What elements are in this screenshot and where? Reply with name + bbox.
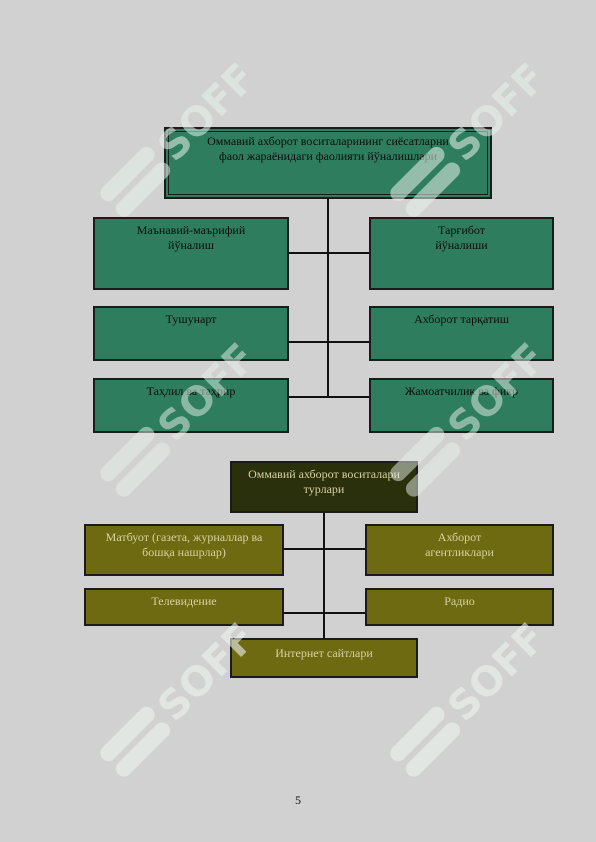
chart2-right-box-1: Ахборот агентликлари [365, 524, 554, 576]
chart1-right-box-2: Ахборот тарқатиш [369, 306, 554, 361]
watermark-logo-5: SOFF [70, 615, 265, 795]
connector2-row1 [282, 548, 367, 550]
chart1-left-box-1: Маънавий-маърифий йўналиш [93, 217, 289, 290]
chart2-left-box-1: Матбуот (газета, журналлар ва бошқа нашр… [84, 524, 284, 576]
connector-trunk-2 [323, 511, 325, 639]
chart1-left-box-2: Тушунарт [93, 306, 289, 361]
chart1-right-box-3: Жамоатчилик ва фикр [369, 378, 554, 433]
connector-trunk-1 [327, 197, 329, 397]
chart1-title-box: Оммавий ахборот воситаларининг сиёсатлар… [164, 127, 492, 199]
connector-row3 [287, 396, 371, 398]
chart1-right-box-1: Тарғибот йўналиши [369, 217, 554, 290]
connector-row1 [287, 252, 371, 254]
page-number: 5 [295, 793, 301, 807]
chart2-left-box-2: Телевидение [84, 588, 284, 626]
connector2-row2 [282, 612, 367, 614]
connector-row2 [287, 341, 371, 343]
chart2-title-box: Оммавий ахборот воситалари турлари [230, 461, 418, 513]
svg-text:SOFF: SOFF [439, 615, 555, 731]
chart2-bottom-box: Интернет сайтлари [230, 638, 418, 678]
chart2-right-box-2: Радио [365, 588, 554, 626]
chart1-left-box-3: Таҳлил ва таҳрир [93, 378, 289, 433]
